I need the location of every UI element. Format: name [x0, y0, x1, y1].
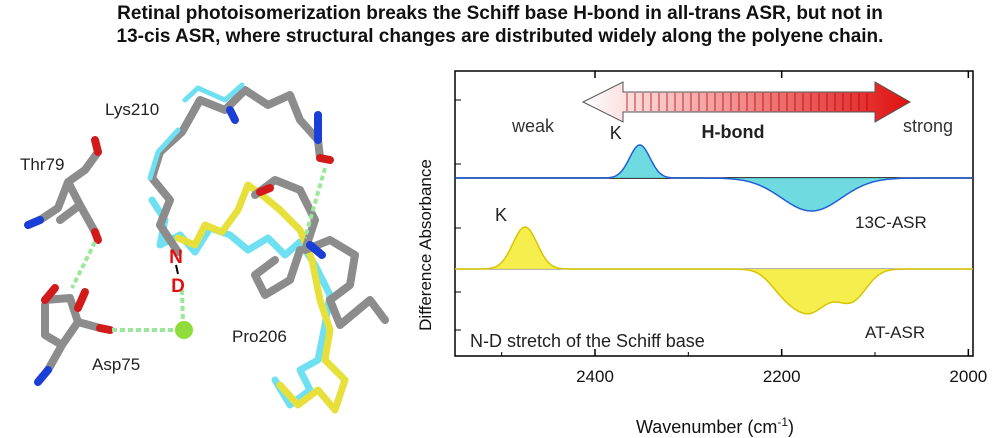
water-molecule — [175, 321, 193, 339]
molecular-structure: N D Lys210 Thr79 Asp75 Pro206 — [20, 82, 389, 414]
y-axis-label: Difference Absorbance — [416, 159, 435, 331]
peak-label-K: K — [495, 205, 507, 225]
deuterium-label: D — [171, 276, 185, 297]
thr79-residue — [36, 148, 102, 236]
peak-label-K: K — [610, 123, 622, 143]
spectrum-line-13C-ASR — [455, 144, 973, 212]
figure-title: Retinal photoisomerization breaks the Sc… — [0, 2, 1000, 48]
cis-retinal — [148, 196, 334, 409]
nitrogen-label: N — [169, 247, 183, 268]
annotation-text: N-D stretch of the Schiff base — [470, 331, 705, 351]
arrow-strong-label: strong — [903, 116, 953, 136]
lys210-chain — [148, 86, 324, 256]
title-line-1: Retinal photoisomerization breaks the Sc… — [117, 3, 883, 24]
plot-frame — [454, 70, 974, 357]
arrow-weak-label: weak — [511, 116, 555, 136]
x-tick-label: 2000 — [949, 367, 987, 386]
spectrum-line-AT-ASR — [455, 226, 973, 315]
trans-retinal — [174, 181, 349, 414]
ftir-difference-spectrum: Difference Absorbance weak H-bond strong… — [416, 70, 987, 437]
hbond-arrow — [581, 81, 912, 123]
x-tick-label: 2400 — [576, 367, 614, 386]
asp75-label: Asp75 — [92, 355, 140, 374]
title-line-2: 13-cis ASR, where structural changes are… — [116, 26, 884, 47]
series-label: AT-ASR — [865, 323, 925, 342]
spectrum-fill-AT-ASR — [455, 227, 973, 314]
pro206-label: Pro206 — [232, 327, 287, 346]
x-tick-label: 2200 — [763, 367, 801, 386]
pro206-ring — [251, 176, 389, 329]
thr79-label: Thr79 — [20, 155, 64, 174]
lys210-label: Lys210 — [105, 100, 159, 119]
arrow-hbond-label: H-bond — [702, 122, 765, 142]
x-axis-label: Wavenumber (cm-1) — [636, 415, 794, 437]
series-label: 13C-ASR — [855, 213, 927, 232]
